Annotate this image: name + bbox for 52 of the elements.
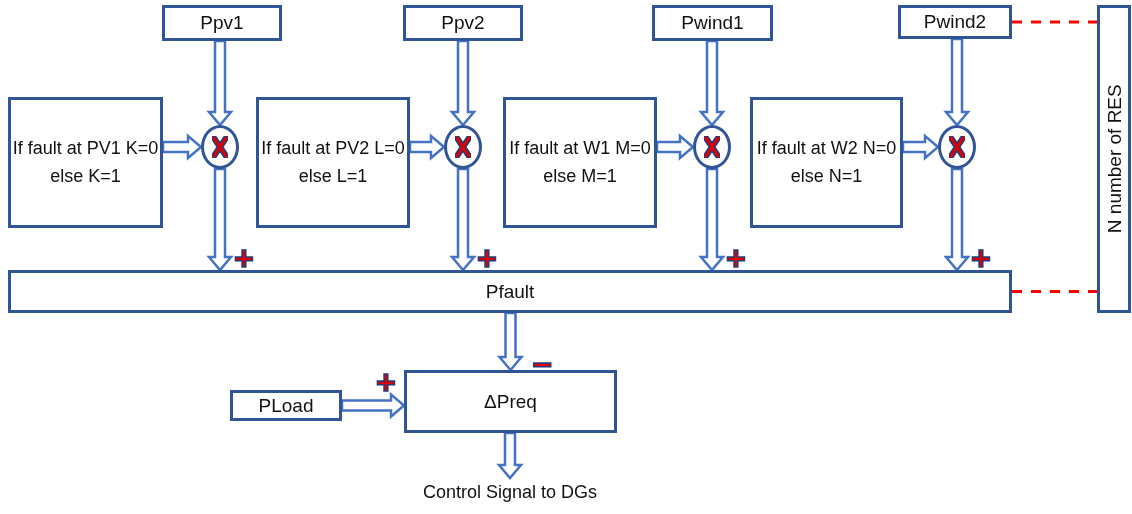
- block-box: [652, 5, 773, 41]
- block-label: If fault at PV1 K=0 else K=1: [11, 136, 160, 188]
- block-label: Ppv2: [441, 11, 485, 36]
- dashed-line: [1012, 20, 1097, 24]
- block-label: PLoad: [258, 393, 314, 418]
- block-label: Pfault: [485, 279, 535, 304]
- sign-label: +: [971, 241, 991, 275]
- block-arrow: [698, 167, 726, 272]
- block-arrow: [449, 39, 477, 127]
- block-box: [503, 97, 657, 228]
- sign-label: +: [726, 241, 746, 275]
- sign-label: +: [477, 241, 497, 275]
- block-box: [404, 370, 617, 433]
- block-arrow: [901, 133, 940, 161]
- block-box: [898, 5, 1012, 39]
- block-label: If fault at PV2 L=0 else L=1: [260, 136, 406, 188]
- block-arrow: [449, 167, 477, 272]
- block-label: If fault at W2 N=0 else N=1: [755, 136, 898, 188]
- block-box: [256, 97, 410, 228]
- block-label: N number of RES: [1102, 84, 1126, 234]
- sign-label: −: [532, 347, 553, 381]
- output-label: Control Signal to DGs: [422, 481, 598, 505]
- block-arrow: [206, 167, 234, 272]
- block-arrow: [698, 39, 726, 127]
- block-label: Pwind1: [681, 11, 744, 36]
- block-arrow: [206, 39, 234, 127]
- block-box: [230, 390, 342, 421]
- block-label: ΔPreq: [484, 389, 537, 414]
- sign-label: +: [234, 241, 254, 275]
- multiplier-circle: [938, 125, 976, 169]
- block-arrow: [496, 431, 524, 480]
- sign-label: +: [376, 364, 396, 399]
- block-arrow: [161, 133, 203, 161]
- block-arrow: [655, 133, 695, 161]
- multiplier-circle: [201, 125, 239, 169]
- block-box: [403, 5, 523, 41]
- block-box: [162, 5, 282, 41]
- block-label: Ppv1: [200, 11, 244, 36]
- block-box: [1097, 5, 1131, 313]
- block-box: [750, 97, 903, 228]
- block-arrow: [943, 167, 971, 272]
- block-arrow: [340, 391, 406, 420]
- block-arrow: [943, 37, 971, 127]
- block-box: [8, 97, 163, 228]
- block-arrow: [496, 311, 525, 372]
- dashed-line: [1012, 290, 1097, 293]
- block-arrow: [408, 133, 446, 161]
- multiplier-circle: [444, 125, 482, 169]
- multiplier-circle: [693, 125, 731, 169]
- block-label: Pwind2: [923, 10, 987, 35]
- block-label: If fault at W1 M=0 else M=1: [508, 136, 652, 188]
- block-box: [8, 270, 1012, 313]
